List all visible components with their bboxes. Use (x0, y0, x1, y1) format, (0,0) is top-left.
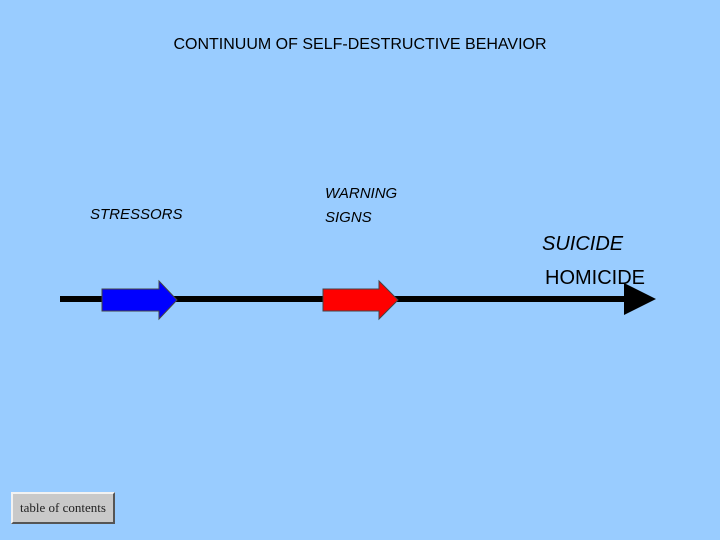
table-of-contents-label: table of contents (20, 500, 106, 515)
warning-signs-line1: WARNING (325, 185, 398, 202)
suicide-label: SUICIDE (542, 233, 624, 255)
warning-signs-line2: SIGNS (325, 209, 372, 226)
stressors-arrow (101, 279, 178, 321)
warning-signs-label: WARNING SIGNS (325, 182, 397, 230)
table-of-contents-button[interactable]: table of contents (11, 492, 115, 524)
page-title: CONTINUUM OF SELF-DESTRUCTIVE BEHAVIOR (173, 36, 547, 53)
homicide-label: HOMICIDE (545, 267, 645, 289)
warning-signs-arrow (322, 279, 399, 321)
continuum-arrowhead (624, 283, 656, 315)
stressors-label: STRESSORS (90, 206, 183, 223)
